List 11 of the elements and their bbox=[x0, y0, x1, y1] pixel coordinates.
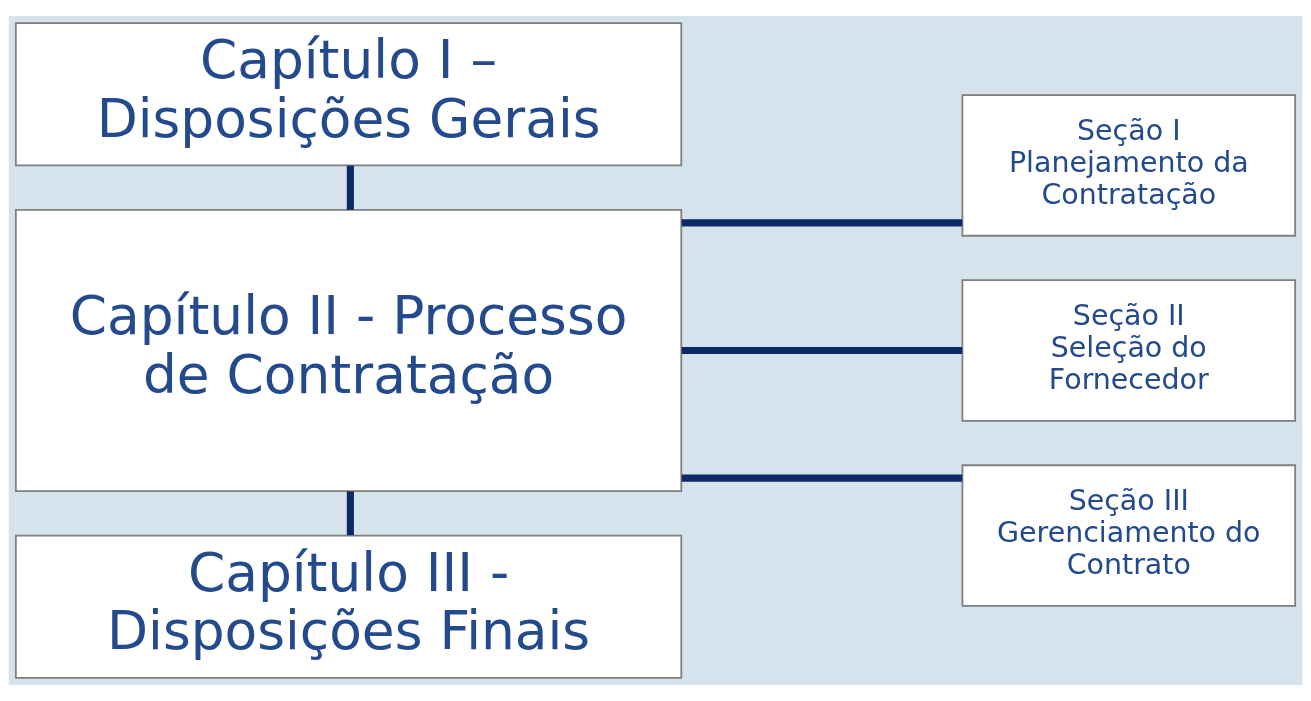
node-box: Seção III Gerenciamento do Contrato bbox=[961, 464, 1297, 607]
connector bbox=[346, 491, 354, 536]
node-box: Capítulo III - Disposições Finais bbox=[14, 534, 683, 679]
node-box: Seção II Seleção do Fornecedor bbox=[961, 279, 1297, 422]
connector bbox=[681, 346, 963, 355]
connector bbox=[681, 219, 963, 227]
node-box: Seção I Planejamento da Contratação bbox=[961, 94, 1297, 237]
connector bbox=[346, 165, 354, 210]
connector bbox=[681, 474, 963, 482]
node-box: Capítulo II - Processo de Contratação bbox=[14, 209, 683, 492]
node-box: Capítulo I – Disposições Gerais bbox=[14, 22, 683, 167]
